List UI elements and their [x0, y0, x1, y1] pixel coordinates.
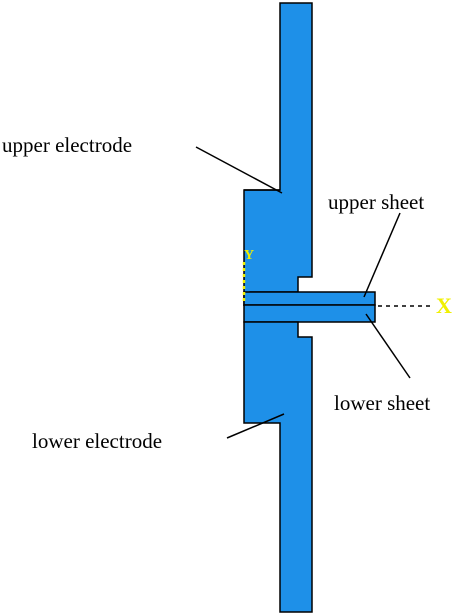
lower-sheet-shape: [243, 304, 376, 323]
lower-sheet-leader: [365, 313, 411, 379]
upper-electrode-leader: [195, 146, 283, 194]
lower-electrode-label: lower electrode: [32, 429, 162, 453]
lower-electrode-shape: [243, 321, 313, 613]
lower-electrode-leader: [226, 413, 285, 439]
x-axis-label: X: [436, 293, 452, 318]
upper-sheet-label: upper sheet: [328, 190, 424, 214]
upper-electrode-shape: [243, 2, 313, 307]
upper-electrode-label: upper electrode: [2, 133, 132, 157]
y-axis-label: Y: [244, 248, 254, 263]
upper-sheet-leader: [363, 212, 401, 298]
upper-sheet-shape: [243, 291, 376, 306]
lower-sheet-label: lower sheet: [334, 391, 430, 415]
